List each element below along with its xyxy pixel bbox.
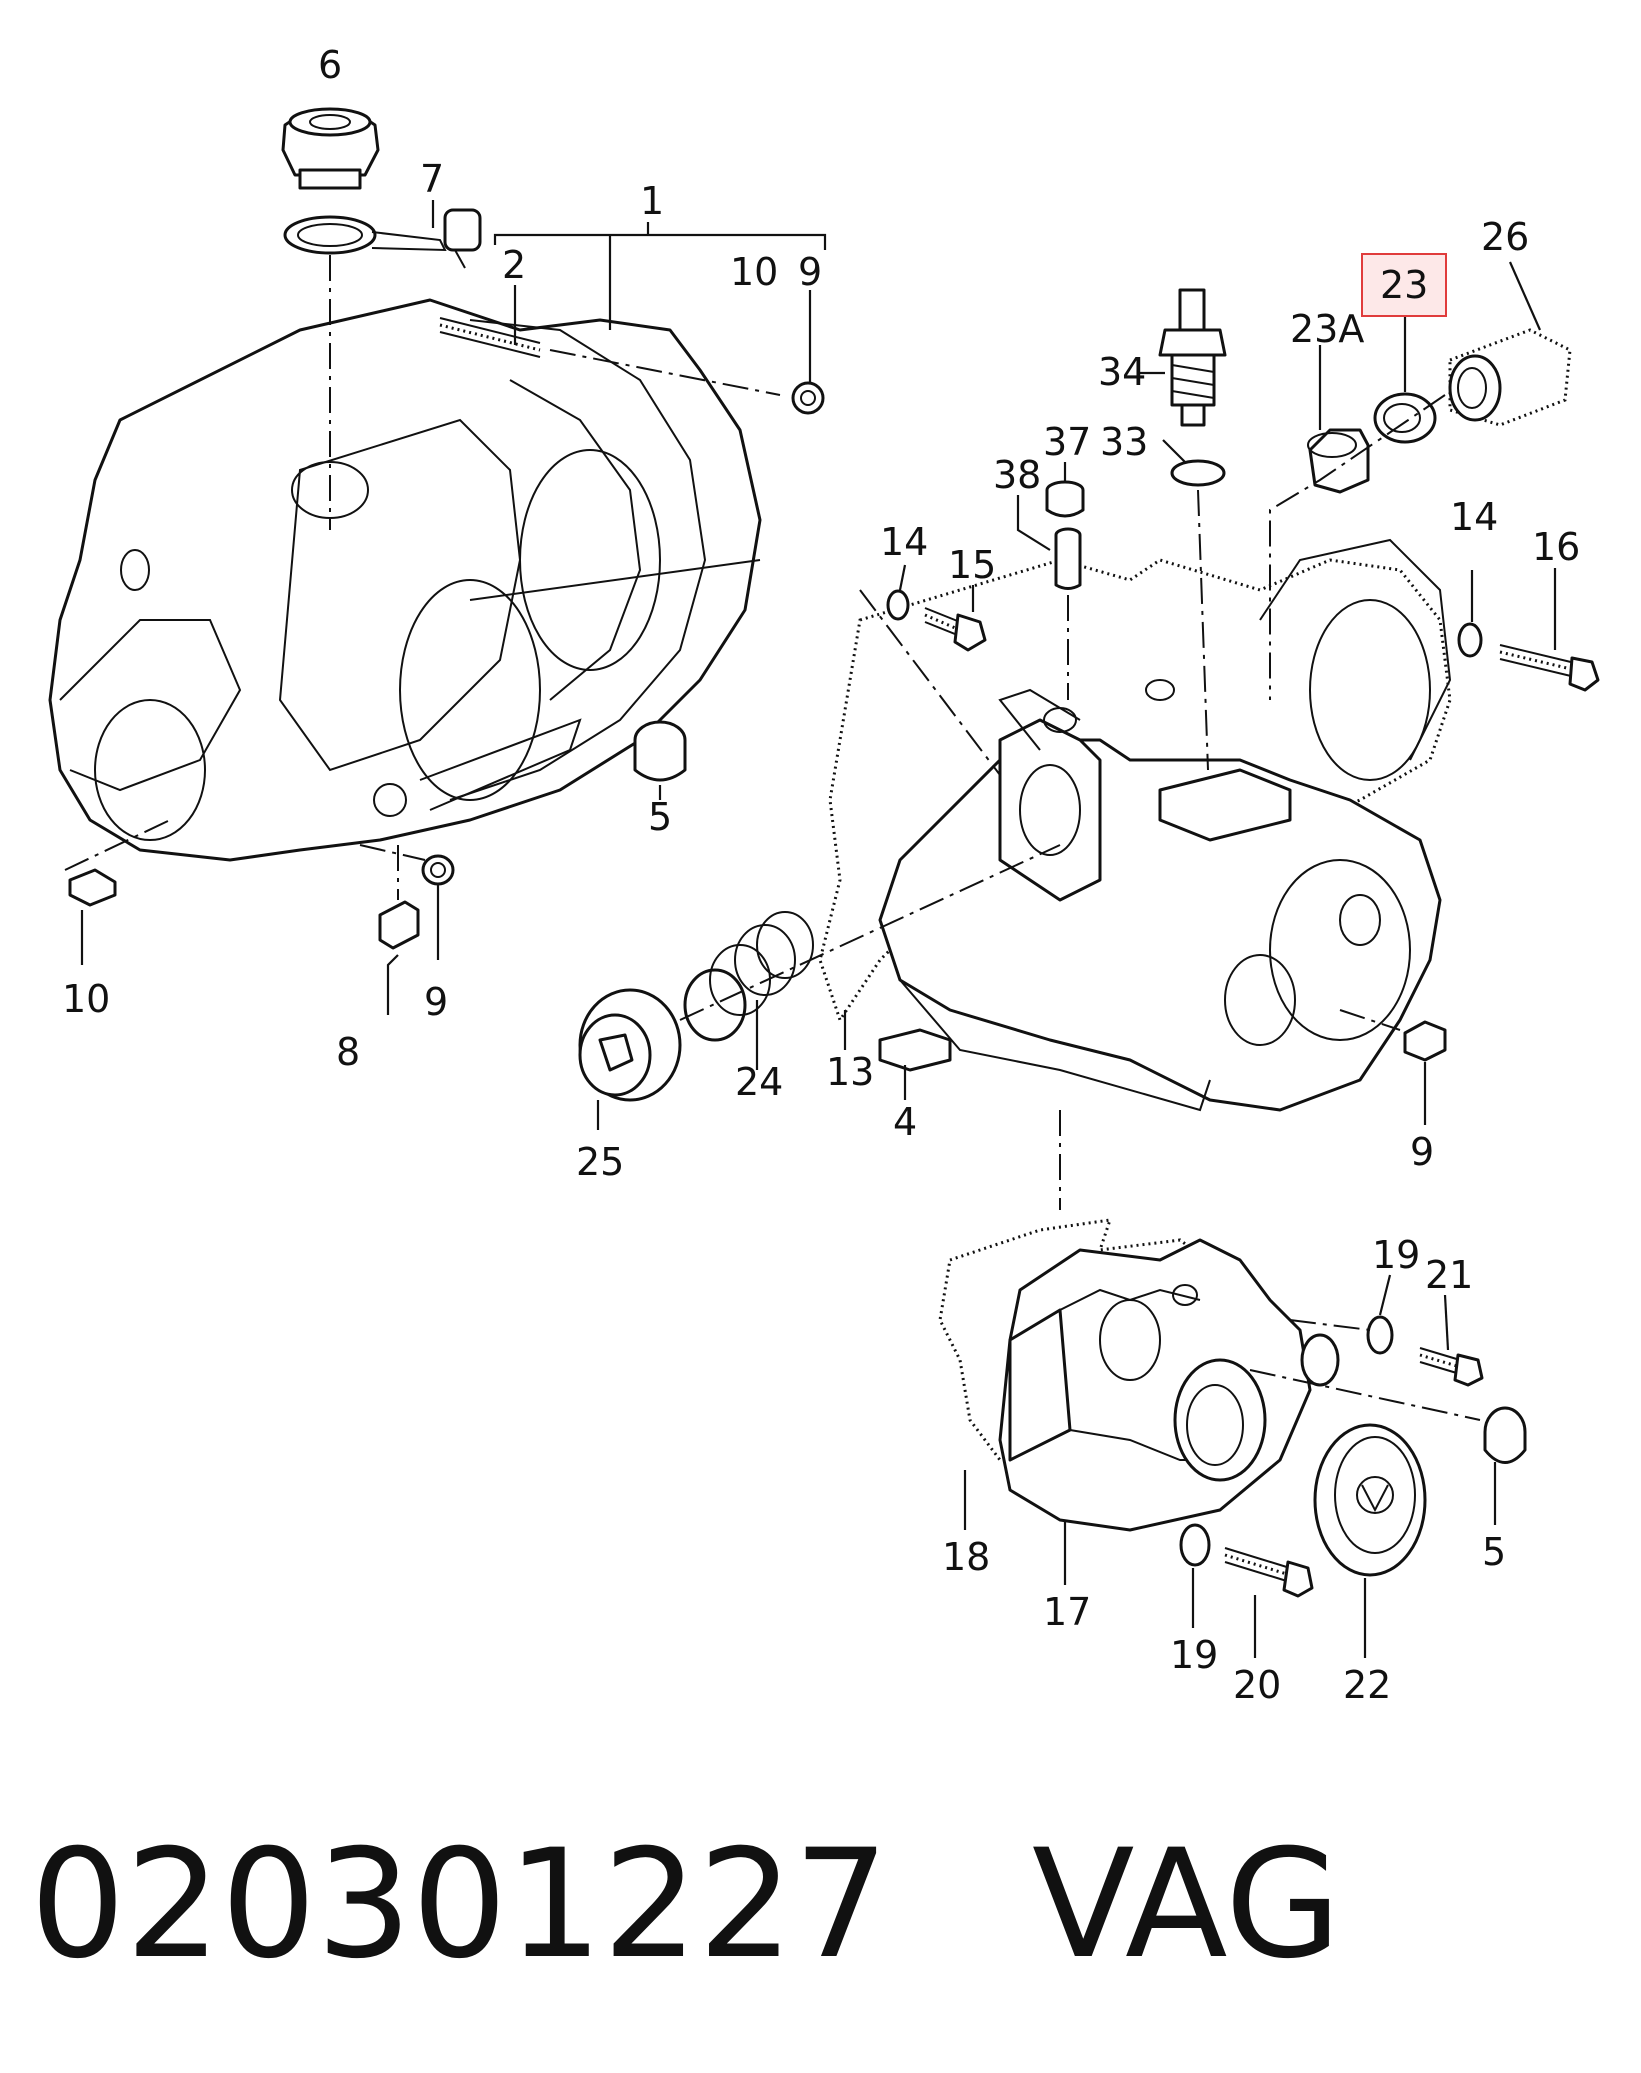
callout-14-left: 14 <box>880 520 928 564</box>
part-2-stud <box>439 317 541 358</box>
part-9-sleeve-right <box>1403 1020 1447 1062</box>
part-9-sleeve-lower <box>421 854 455 886</box>
callout-6: 6 <box>318 43 342 87</box>
callout-19-bottom: 19 <box>1170 1633 1218 1677</box>
part-14-washer-right <box>1457 622 1483 658</box>
highlight-box <box>1361 253 1447 317</box>
callout-16: 16 <box>1532 525 1580 569</box>
part-14-washer-left <box>886 589 910 621</box>
callout-37: 37 <box>1043 420 1091 464</box>
callout-7: 7 <box>420 157 444 201</box>
gearbox-housing <box>818 538 1452 1112</box>
part-5-plug-right <box>1483 1406 1527 1464</box>
brand-name: VAG <box>1031 1818 1342 1992</box>
part-9-sleeve-top <box>791 381 825 415</box>
part-34-sensor <box>1158 288 1227 427</box>
callout-34: 34 <box>1098 350 1146 394</box>
part-19-washer-bottom <box>1179 1523 1211 1567</box>
callout-25: 25 <box>576 1140 624 1184</box>
callout-18: 18 <box>942 1535 990 1579</box>
part-8-key <box>378 900 420 950</box>
callout-5-left: 5 <box>648 795 672 839</box>
part-10-sleeve-lower <box>64 819 171 907</box>
callout-19-top: 19 <box>1372 1233 1420 1277</box>
callout-1: 1 <box>640 179 664 223</box>
part-15-bolt <box>924 607 987 652</box>
part-37-cap <box>1045 480 1085 518</box>
callout-9-bottom: 9 <box>424 980 448 1024</box>
leader-lines <box>80 200 1557 1658</box>
part-38-pin <box>1054 527 1082 590</box>
callout-4: 4 <box>893 1100 917 1144</box>
callout-13: 13 <box>826 1050 874 1094</box>
callout-2: 2 <box>502 243 526 287</box>
callout-24: 24 <box>735 1060 783 1104</box>
callout-14-right: 14 <box>1450 495 1498 539</box>
callout-23A: 23A <box>1290 307 1364 351</box>
callout-10-top: 10 <box>730 250 778 294</box>
part-caption: 020301227 VAG <box>30 1830 1341 1980</box>
part-6-bearing <box>281 107 380 190</box>
callout-23: 23 <box>1380 263 1428 307</box>
part-number: 020301227 <box>30 1818 889 1992</box>
part-25-cap <box>578 988 682 1102</box>
callout-10-bottom: 10 <box>62 977 110 1021</box>
callout-33: 33 <box>1100 420 1148 464</box>
callout-21: 21 <box>1425 1253 1473 1297</box>
part-33-o-ring <box>1170 459 1226 487</box>
callout-labels: 6 7 1 2 10 9 5 10 9 8 25 24 13 4 9 26 23… <box>62 43 1580 1707</box>
callout-22: 22 <box>1343 1663 1391 1707</box>
callout-20: 20 <box>1233 1663 1281 1707</box>
callout-9-top: 9 <box>798 250 822 294</box>
clutch-housing <box>48 298 762 862</box>
part-21-bolt <box>1419 1347 1484 1387</box>
callout-17: 17 <box>1043 1590 1091 1634</box>
part-16-bolt <box>1499 644 1600 692</box>
part-5-plug-left <box>633 720 687 782</box>
callout-5-right: 5 <box>1482 1530 1506 1574</box>
callout-9-right: 9 <box>1410 1130 1434 1174</box>
part-26-bellows <box>1448 328 1572 427</box>
seal-ring <box>283 215 377 255</box>
part-23-seal <box>1373 392 1437 444</box>
part-7-strap <box>371 208 482 269</box>
part-19-washer-top <box>1366 1315 1394 1355</box>
part-24-springs <box>683 911 814 1042</box>
part-22-cover-cap <box>1313 1423 1427 1577</box>
callout-15: 15 <box>948 543 996 587</box>
final-drive-cover <box>938 1218 1340 1532</box>
callout-8: 8 <box>336 1030 360 1074</box>
part-20-bolt <box>1224 1547 1314 1598</box>
callout-38: 38 <box>993 453 1041 497</box>
callout-26: 26 <box>1481 215 1529 259</box>
